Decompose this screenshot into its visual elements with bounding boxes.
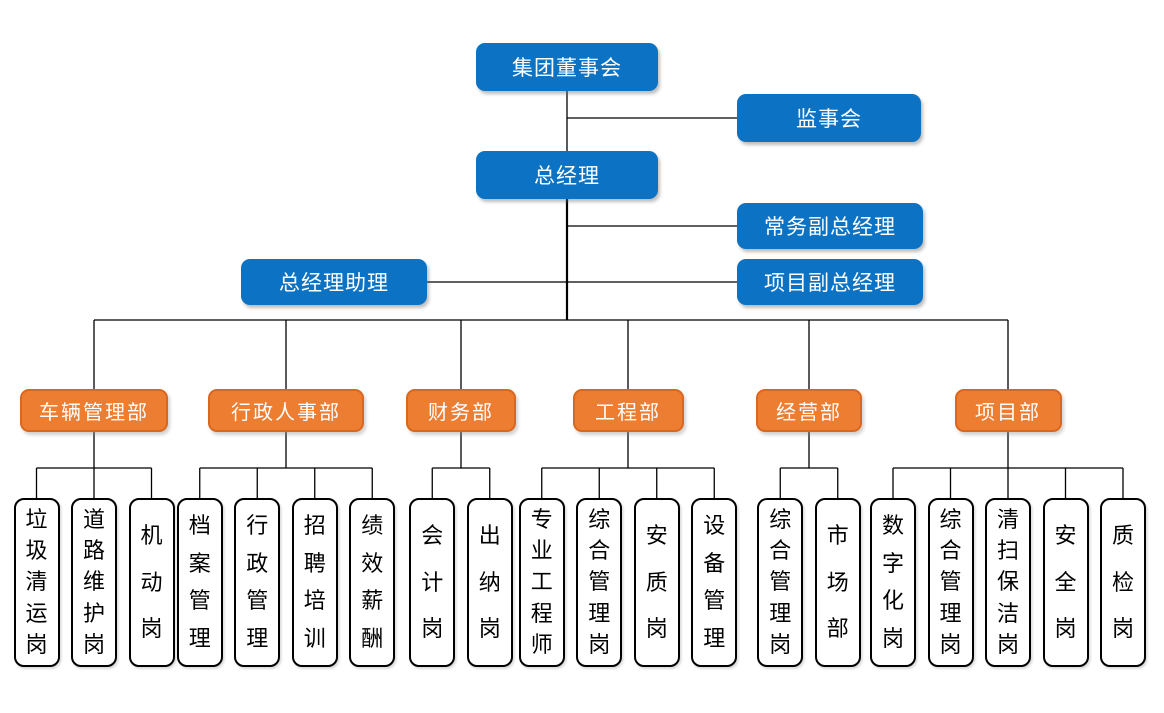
position-label: 专业工程师 [530, 507, 553, 657]
position-label: 机动岗 [140, 522, 163, 642]
position-label: 设备管理 [703, 513, 726, 651]
node-general-manager: 总经理 [476, 151, 658, 199]
department-node-4: 经营部 [756, 389, 862, 432]
position-node-1-0: 档案管理 [176, 498, 223, 667]
position-node-1-3: 绩效薪酬 [349, 498, 396, 667]
node-executive-deputy-gm: 常务副总经理 [737, 203, 923, 249]
position-label: 综合管理岗 [939, 507, 962, 657]
department-node-2: 财务部 [406, 389, 516, 432]
position-label: 垃圾清运岗 [25, 507, 48, 657]
node-board-of-directors: 集团董事会 [476, 43, 658, 91]
position-node-5-0: 数字化岗 [870, 498, 916, 667]
position-node-1-1: 行政管理 [234, 498, 281, 667]
position-label: 招聘培训 [303, 513, 326, 651]
department-node-5: 项目部 [954, 389, 1062, 432]
position-node-5-2: 清扫保洁岗 [985, 498, 1031, 667]
position-node-4-1: 市场部 [814, 498, 861, 667]
position-label: 清扫保洁岗 [996, 507, 1019, 657]
department-node-1: 行政人事部 [208, 389, 364, 432]
position-node-0-2: 机动岗 [128, 498, 175, 667]
position-label: 安全岗 [1054, 522, 1077, 642]
position-label: 安质岗 [645, 522, 668, 642]
position-label: 行政管理 [246, 513, 269, 651]
position-node-2-1: 出纳岗 [466, 498, 513, 667]
position-label: 综合管理岗 [588, 507, 611, 657]
position-node-3-0: 专业工程师 [518, 498, 565, 667]
position-node-0-1: 道路维护岗 [71, 498, 117, 667]
position-node-5-4: 质检岗 [1100, 498, 1146, 667]
position-label: 道路维护岗 [82, 507, 105, 657]
department-node-3: 工程部 [572, 389, 684, 432]
position-label: 质检岗 [1111, 522, 1134, 642]
node-supervisory-board: 监事会 [737, 94, 921, 142]
position-label: 绩效薪酬 [361, 513, 384, 651]
position-node-5-1: 综合管理岗 [927, 498, 974, 667]
position-node-5-3: 安全岗 [1042, 498, 1089, 667]
node-gm-assistant: 总经理助理 [241, 259, 427, 305]
position-node-2-0: 会计岗 [409, 498, 456, 667]
position-node-3-2: 安质岗 [633, 498, 680, 667]
position-node-1-2: 招聘培训 [291, 498, 338, 667]
position-node-4-0: 综合管理岗 [757, 498, 804, 667]
position-label: 综合管理岗 [769, 507, 792, 657]
node-project-deputy-gm: 项目副总经理 [737, 259, 923, 305]
position-label: 出纳岗 [478, 522, 501, 642]
position-label: 市场部 [826, 522, 849, 642]
position-label: 会计岗 [421, 522, 444, 642]
position-label: 档案管理 [188, 513, 211, 651]
position-label: 数字化岗 [881, 513, 904, 651]
position-node-3-1: 综合管理岗 [576, 498, 623, 667]
position-node-3-3: 设备管理 [691, 498, 738, 667]
department-node-0: 车辆管理部 [20, 389, 168, 432]
position-node-0-0: 垃圾清运岗 [13, 498, 60, 667]
